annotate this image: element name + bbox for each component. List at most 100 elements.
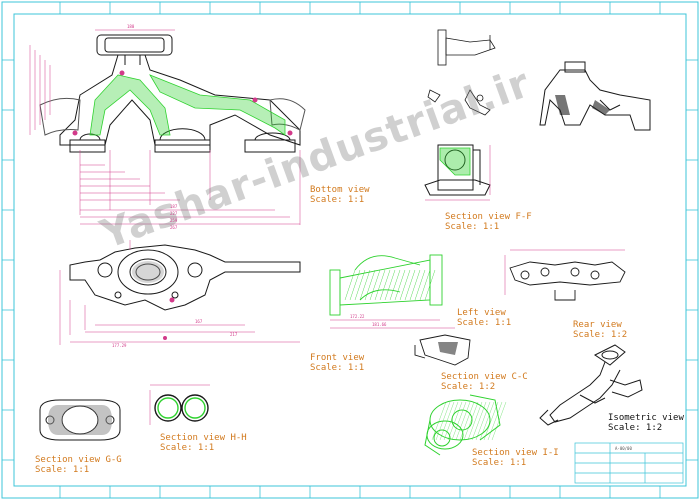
label-section-ii: Section view I-I Scale: 1:1 bbox=[472, 448, 559, 468]
label-section-gg-name: Section view G-G bbox=[35, 455, 122, 465]
label-rear-view-scale: Scale: 1:2 bbox=[573, 330, 628, 340]
front-view-part bbox=[69, 244, 301, 311]
label-section-ff-name: Section view F-F bbox=[445, 212, 532, 222]
hatch-line bbox=[439, 401, 455, 441]
bolt-detail bbox=[427, 89, 491, 116]
hatch-line bbox=[394, 269, 406, 301]
label-left-view: Left view Scale: 1:1 bbox=[457, 308, 511, 328]
section-cc-part bbox=[414, 334, 471, 366]
label-left-view-name: Left view bbox=[457, 308, 506, 318]
label-isometric-view-name: Isometric view bbox=[608, 413, 684, 423]
hatch-line bbox=[467, 401, 483, 441]
front-view-markers bbox=[163, 297, 175, 340]
section-ff-dims bbox=[425, 145, 491, 201]
label-bottom-view: Bottom view Scale: 1:1 bbox=[310, 185, 370, 205]
label-section-hh-name: Section view H-H bbox=[160, 433, 247, 443]
dim-front-a: 167 bbox=[195, 319, 203, 324]
hatch-line bbox=[349, 269, 361, 301]
flange-detail bbox=[437, 29, 496, 66]
section-ff-part bbox=[424, 144, 491, 196]
label-isometric-view: Isometric view Scale: 1:2 bbox=[608, 413, 684, 433]
label-section-ff-scale: Scale: 1:1 bbox=[445, 222, 500, 232]
hatch-line bbox=[384, 269, 396, 301]
dim-baseline-3: 259 bbox=[170, 218, 178, 223]
hatch-line bbox=[443, 401, 459, 441]
title-block-number: A-00/00 bbox=[615, 446, 632, 451]
hatch-line bbox=[491, 401, 507, 441]
hatch-line bbox=[354, 269, 366, 301]
rear-top-view-section bbox=[555, 95, 610, 115]
label-bottom-view-name: Bottom view bbox=[310, 185, 370, 195]
hatch-line bbox=[459, 401, 475, 441]
title-block bbox=[574, 442, 684, 484]
hatch-line bbox=[359, 269, 371, 301]
dim-baseline-1: 187 bbox=[170, 204, 178, 209]
hatch-line bbox=[463, 401, 479, 441]
label-rear-view-name: Rear view bbox=[573, 320, 622, 330]
section-cc-fill bbox=[438, 342, 458, 355]
hatch-line bbox=[419, 269, 431, 301]
dim-width-top: 180 bbox=[127, 24, 135, 29]
hatch-line bbox=[479, 401, 495, 441]
section-gg-fill bbox=[48, 405, 112, 435]
label-section-gg-scale: Scale: 1:1 bbox=[35, 465, 90, 475]
dim-baseline-2: 227 bbox=[170, 211, 178, 216]
hatch-line bbox=[404, 269, 416, 301]
bottom-view-part bbox=[39, 34, 306, 153]
hatch-line bbox=[431, 401, 447, 441]
label-rear-view: Rear view Scale: 1:2 bbox=[573, 320, 627, 340]
label-section-ff: Section view F-F Scale: 1:1 bbox=[445, 212, 532, 232]
label-bottom-view-scale: Scale: 1:1 bbox=[310, 195, 365, 205]
label-section-cc-scale: Scale: 1:2 bbox=[441, 382, 496, 392]
label-section-ii-name: Section view I-I bbox=[472, 448, 559, 458]
hatch-line bbox=[424, 269, 436, 301]
hatch-line bbox=[364, 269, 376, 301]
hatch-line bbox=[399, 269, 411, 301]
label-section-hh: Section view H-H Scale: 1:1 bbox=[160, 433, 247, 453]
hatch-line bbox=[389, 269, 401, 301]
label-section-gg: Section view G-G Scale: 1:1 bbox=[35, 455, 122, 475]
hatch-line bbox=[455, 401, 471, 441]
section-hh-part bbox=[154, 394, 209, 422]
hatch-line bbox=[487, 401, 503, 441]
label-section-cc-name: Section view C-C bbox=[441, 372, 528, 382]
hatch-line bbox=[483, 401, 499, 441]
rear-view-dims bbox=[504, 249, 625, 295]
isometric-view-part bbox=[539, 344, 643, 426]
dim-left-b: 181.66 bbox=[372, 322, 387, 327]
dim-front-b: 217 bbox=[230, 332, 238, 337]
bottom-view-section-fill bbox=[89, 74, 286, 136]
hatch-line bbox=[369, 269, 381, 301]
label-left-view-scale: Scale: 1:1 bbox=[457, 318, 512, 328]
hatch-line bbox=[374, 269, 386, 301]
hatch-line bbox=[379, 269, 391, 301]
bottom-view-small-parts bbox=[72, 70, 293, 136]
label-section-ii-scale: Scale: 1:1 bbox=[472, 458, 527, 468]
dim-baseline-4: 267 bbox=[170, 225, 178, 230]
label-front-view-name: Front view bbox=[310, 353, 365, 363]
section-ii-hatch bbox=[431, 401, 507, 441]
front-view-fill bbox=[132, 261, 164, 283]
rear-view-part bbox=[509, 261, 626, 301]
hatch-line bbox=[471, 401, 487, 441]
label-isometric-view-scale: Scale: 1:2 bbox=[608, 423, 663, 433]
hatch-line bbox=[409, 269, 421, 301]
label-section-cc: Section view C-C Scale: 1:2 bbox=[441, 372, 528, 392]
hatch-line bbox=[475, 401, 491, 441]
label-section-hh-scale: Scale: 1:1 bbox=[160, 443, 215, 453]
bottom-view-dimensions bbox=[29, 29, 301, 225]
left-view-hatch bbox=[344, 269, 436, 301]
section-ii-part bbox=[424, 394, 501, 456]
hatch-line bbox=[447, 401, 463, 441]
dim-front-c: 177.29 bbox=[112, 343, 127, 348]
label-front-view-scale: Scale: 1:1 bbox=[310, 363, 365, 373]
dim-left-a: 172.22 bbox=[350, 314, 365, 319]
left-view-dims bbox=[330, 319, 455, 329]
hatch-line bbox=[414, 269, 426, 301]
left-view-part bbox=[329, 254, 443, 316]
section-ff-fill bbox=[439, 147, 471, 176]
